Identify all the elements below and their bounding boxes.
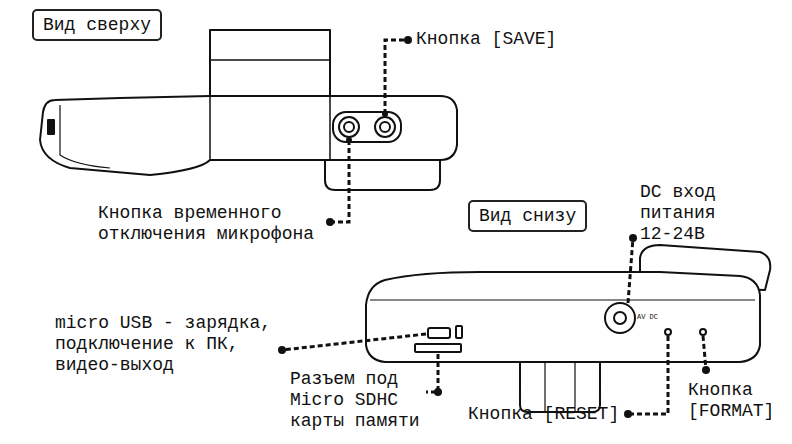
dc-jack	[605, 303, 635, 333]
view-title: Вид сверху	[43, 14, 151, 36]
view-title-box: Вид сверху	[32, 9, 162, 41]
port-marking: AV DC	[637, 313, 658, 321]
body-bottom	[366, 272, 760, 362]
button-label: Кнопка временного отключения микрофона	[98, 203, 338, 245]
slot-label: Разъем под Micro SDHC карты памяти	[290, 369, 425, 432]
button-label: Кнопка [SAVE]	[416, 29, 556, 50]
save-button	[375, 117, 395, 137]
mic-button	[339, 117, 359, 137]
format-hole	[700, 329, 706, 335]
port-label: micro USB - зарядка, подключение к ПК, в…	[55, 313, 280, 376]
reset-hole	[665, 329, 671, 335]
usb-port	[428, 328, 450, 338]
view-title: Вид снизу	[479, 205, 576, 227]
button-label: Кнопка [RESET]	[468, 404, 619, 425]
body-top	[40, 96, 457, 175]
power-label: DC вход питания 12-24В	[640, 182, 750, 245]
view-title-box: Вид снизу	[468, 200, 587, 232]
button-label: Кнопка [FORMAT]	[688, 380, 783, 422]
button-panel	[333, 112, 401, 142]
sd-slot	[415, 344, 461, 352]
